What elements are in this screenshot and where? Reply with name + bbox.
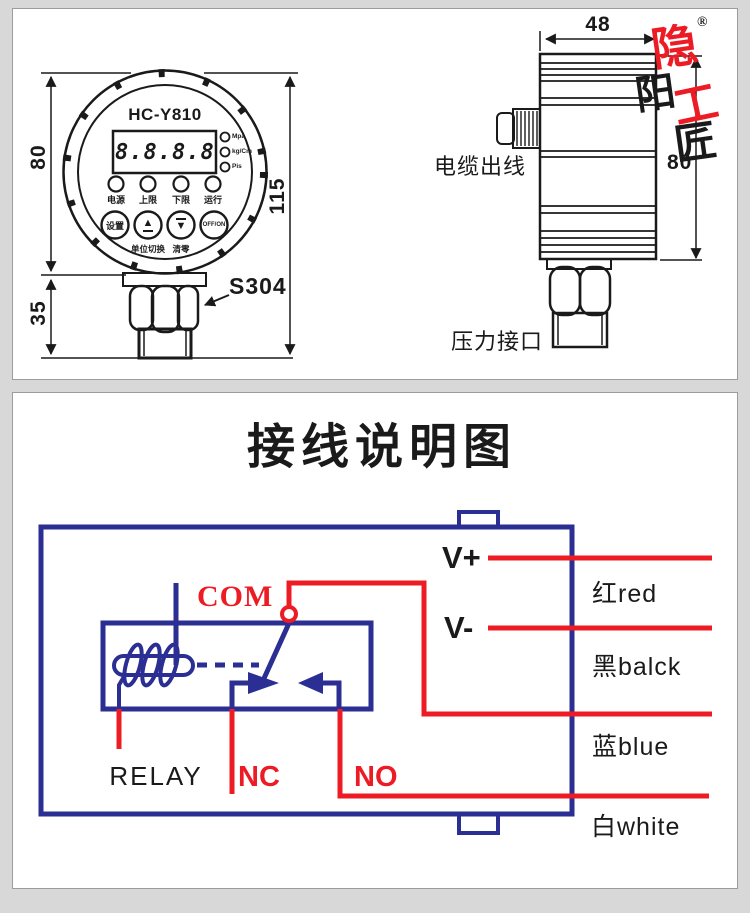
cable-outlet-label: 电缆出线 bbox=[434, 154, 527, 179]
unit-label-pis: Pis bbox=[232, 163, 242, 170]
wire-label-red: 红red bbox=[592, 580, 658, 608]
onoff-button-label: OFF/ON bbox=[202, 222, 226, 228]
set-button: 设置 bbox=[99, 211, 131, 239]
dimension-drawing-art bbox=[41, 31, 702, 360]
zero-sublabel: 清零 bbox=[172, 244, 190, 254]
bottom-mount-tab bbox=[457, 812, 500, 835]
material-label: S304 bbox=[229, 273, 287, 299]
front-dimension-lines bbox=[41, 72, 298, 359]
up-button: ▲ bbox=[132, 211, 164, 239]
vminus-label: V- bbox=[444, 610, 474, 645]
cable-gland bbox=[496, 108, 541, 149]
wiring-diagram-panel: 接线说明图 COM V+ V- RELAY NC NO 红red 黑balck … bbox=[12, 392, 738, 889]
wiring-diagram-art bbox=[38, 510, 712, 835]
com-contact-point bbox=[280, 605, 298, 623]
nc-label: NC bbox=[238, 761, 280, 793]
dimension-drawing-panel: HC-Y810 8.8.8.8 Mpa kg/Cm Pis 电源 上限 下限 运… bbox=[12, 8, 738, 380]
dim-body-width: 48 bbox=[585, 13, 611, 36]
lcd-box bbox=[111, 129, 218, 175]
gauge-fitting bbox=[122, 272, 207, 360]
wire-label-blue: 蓝blue bbox=[592, 733, 670, 761]
button-circles bbox=[100, 210, 229, 240]
com-blue-wire bbox=[286, 580, 712, 717]
unit-switch-sublabel: 单位切换 bbox=[130, 244, 165, 254]
model-label: HC-Y810 bbox=[128, 105, 202, 124]
no-contact-arm bbox=[298, 672, 342, 709]
switch-blade bbox=[258, 619, 293, 687]
unit-label-kgcm: kg/Cm bbox=[232, 148, 252, 155]
nc-contact-arm bbox=[229, 672, 279, 709]
no-white-wire bbox=[337, 709, 709, 799]
unit-indicator-dots bbox=[219, 131, 231, 173]
lcd-display: 8.8.8.8 bbox=[115, 140, 215, 165]
relay-box bbox=[100, 583, 374, 712]
status-label-run: 运行 bbox=[203, 195, 222, 205]
status-label-upper: 上限 bbox=[138, 195, 157, 205]
down-arrow-icon: ▼ bbox=[175, 218, 187, 232]
side-body-fins bbox=[540, 62, 656, 253]
relay-coil bbox=[112, 642, 195, 709]
dim-total-height: 115 bbox=[266, 177, 289, 215]
onoff-button: OFF/ON bbox=[198, 211, 230, 239]
vplus-label: V+ bbox=[442, 540, 481, 575]
gauge-rim-notches bbox=[62, 69, 268, 275]
wiring-lines bbox=[116, 555, 712, 799]
wiring-diagram-title: 接线说明图 bbox=[247, 421, 518, 474]
set-button-label: 设置 bbox=[105, 220, 124, 231]
sensor-side-view bbox=[496, 31, 702, 349]
logo-char-4: 匠 bbox=[671, 118, 720, 170]
unit-label-mpa: Mpa bbox=[232, 133, 245, 140]
registered-mark: ® bbox=[697, 15, 708, 30]
side-dimension-lines bbox=[539, 31, 702, 261]
relay-label: RELAY bbox=[109, 761, 203, 791]
pressure-port-label: 压力接口 bbox=[451, 329, 544, 354]
wire-label-white: 白white bbox=[591, 813, 681, 841]
wire-label-black: 黑balck bbox=[592, 653, 682, 681]
device-outline bbox=[38, 510, 575, 835]
up-arrow-icon: ▲ bbox=[142, 218, 154, 232]
dim-dial-height: 80 bbox=[27, 144, 50, 170]
dim-fitting-height: 35 bbox=[27, 300, 50, 326]
status-label-lower: 下限 bbox=[171, 195, 190, 205]
com-label: COM bbox=[197, 580, 274, 613]
no-label: NO bbox=[354, 761, 398, 793]
s304-arrow bbox=[203, 294, 230, 307]
status-label-power: 电源 bbox=[106, 195, 125, 205]
dim-body-height: 80 bbox=[667, 151, 693, 174]
down-button: ▼ bbox=[165, 211, 197, 239]
gauge-inner-rim bbox=[77, 84, 253, 260]
gauge-front-view bbox=[62, 69, 268, 360]
status-light-dots bbox=[107, 175, 222, 193]
side-fitting bbox=[546, 258, 612, 349]
